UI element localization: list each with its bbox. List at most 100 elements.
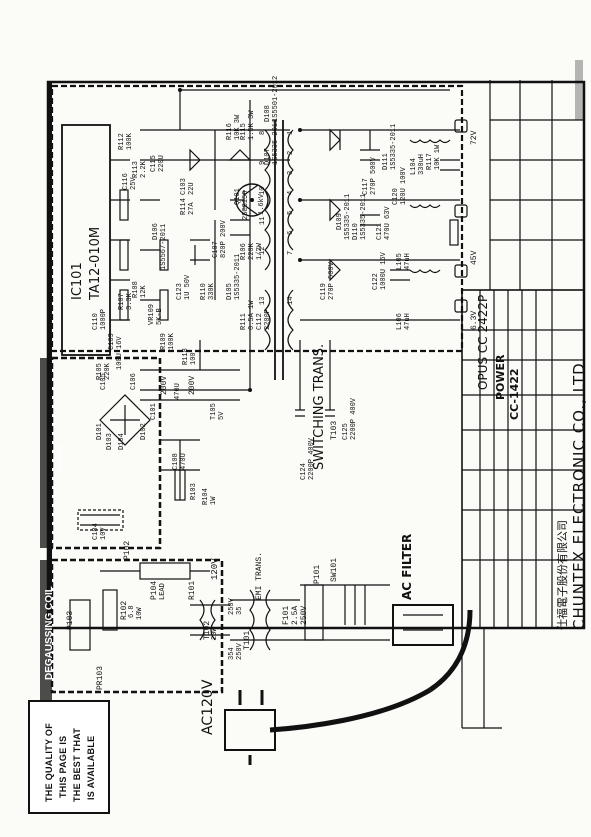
opus-label: OPUS CC 2422P — [476, 294, 490, 390]
c119-val: 270P 500V — [328, 262, 336, 300]
v35-label: 35 — [236, 606, 244, 615]
r115-val: 1.5K 3W — [248, 110, 256, 140]
c125-val: 2200P 400V — [350, 397, 358, 440]
r105-label: R105 — [96, 363, 104, 380]
t103-label: T103 — [330, 420, 339, 440]
notice-line-3: THE BEST THAT — [72, 727, 82, 802]
v200-label: 200V — [160, 375, 169, 395]
c104-label: C104 — [92, 523, 100, 540]
c110-val: 1000P — [100, 308, 108, 330]
c117-label: C117 — [362, 178, 370, 195]
c121-val: 470U 63V — [384, 206, 392, 240]
pr103-label: PR103 — [96, 665, 105, 690]
d106-type: 1S5567-2011 — [160, 223, 168, 270]
r114-label: R114 — [180, 198, 188, 215]
vr109-label: VR109 — [148, 303, 156, 325]
c123-label: C123 — [176, 283, 184, 300]
d104-label: D104 — [118, 433, 126, 450]
l104-label: L104 — [410, 158, 418, 175]
p103-label: P103 — [66, 610, 75, 630]
r101-label: R101 — [188, 580, 197, 600]
d101-label: D101 — [96, 423, 104, 440]
ic101-part: TA12-010M — [88, 226, 103, 300]
l106-label: L106 — [396, 313, 404, 330]
r112-label: R112 — [118, 133, 126, 150]
d106-label: D106 — [152, 223, 160, 240]
fuse-voltage: 250V — [300, 605, 309, 625]
sw101-label: SW101 — [330, 557, 339, 582]
ic101-label: IC101 — [70, 262, 85, 300]
c103-label: C103 — [180, 178, 188, 195]
p102-label: P102 — [123, 540, 132, 560]
d108-label: D108 — [264, 105, 272, 122]
r111-label: R111 — [240, 313, 248, 330]
vr109-val: 5K-B — [156, 308, 164, 325]
c117-val: 270P 500V — [370, 157, 378, 195]
l105-val: 47uH — [404, 253, 412, 270]
pin-1: 1 — [287, 130, 295, 135]
d110-label: D110 — [352, 223, 360, 240]
d105-type: 1S5335-2011 — [234, 253, 242, 300]
r106-val: 220K — [248, 243, 256, 260]
r109-label: R109 — [160, 333, 168, 350]
c123-val: 1U 50V — [184, 274, 192, 300]
company-name-cn: 仕福電子股份有限公司 — [557, 520, 569, 630]
pin-14: 14 — [287, 296, 295, 305]
pin-13: 13 — [259, 296, 267, 305]
pin-6: 6 — [287, 230, 295, 235]
r104-label: R104 — [202, 488, 210, 505]
r102-val: 6.8 — [128, 605, 136, 618]
q101-label: Q101 — [234, 188, 242, 205]
r104-val: 1W — [210, 496, 218, 505]
r114-val: 27A — [188, 202, 196, 215]
t101-label: T101 — [243, 630, 252, 650]
r117-label: R117 — [426, 153, 434, 170]
degauss-title: DEGAUSSING COIL — [44, 586, 55, 680]
v250-label: 250V — [228, 598, 236, 615]
t105-val: 5V — [218, 411, 226, 420]
r109-val: 100K — [168, 333, 176, 350]
pin-4: 4 — [287, 190, 295, 195]
r110-val: 330K — [208, 283, 216, 300]
r106-label: R106 — [240, 243, 248, 260]
l106-val: 47uH — [404, 313, 412, 330]
c112-val: 2200P — [264, 308, 272, 330]
company-name: CHUNTEX ELECTRONIC CO., LTD — [570, 362, 588, 630]
v250b-label: 250V — [236, 643, 244, 660]
pin-3: 3 — [287, 170, 295, 175]
p104-label: P104 — [150, 580, 159, 600]
c116-val: 25V — [130, 177, 138, 190]
model-number: CC-1422 — [508, 368, 521, 420]
r116-val: 10K 3W — [234, 114, 242, 140]
degauss-box — [50, 558, 224, 694]
r117-val: 10K 1W — [434, 144, 442, 170]
c110-label: C110 — [92, 313, 100, 330]
c103-val: 22U — [188, 182, 196, 195]
c106-label: C106 — [130, 373, 138, 390]
pin-8: 8 — [259, 130, 267, 135]
d111-type: 1S5335-2011 — [390, 123, 398, 170]
c115-label: C115 — [150, 155, 158, 172]
pin-5: 5 — [287, 210, 295, 215]
c124-val: 2200P 400V — [308, 437, 316, 480]
emi-trans-label: EMI TRANS. — [255, 551, 264, 600]
l105-label: L105 — [396, 253, 404, 270]
out-72v: 72V — [470, 130, 479, 145]
c120-val: 120U 100V — [400, 167, 408, 205]
d109-type: 1S5335-2011 — [344, 193, 352, 240]
d103-label: D103 — [106, 433, 114, 450]
c115-val: 220U — [158, 155, 166, 172]
c121-label: C121 — [376, 223, 384, 240]
c109-val: 100U 16V — [116, 336, 124, 370]
pin-11: 11 — [259, 216, 267, 225]
notice-line-1: THE QUALITY OF — [44, 722, 54, 802]
board-title: POWER — [494, 354, 507, 400]
c104-val: 10V — [100, 527, 108, 540]
r113-label: R113 — [132, 161, 140, 178]
r118-val: 100 — [190, 352, 198, 365]
d109-label: D109 — [336, 213, 344, 230]
c119-label: C119 — [320, 283, 328, 300]
pin-12: 12 — [259, 246, 267, 255]
